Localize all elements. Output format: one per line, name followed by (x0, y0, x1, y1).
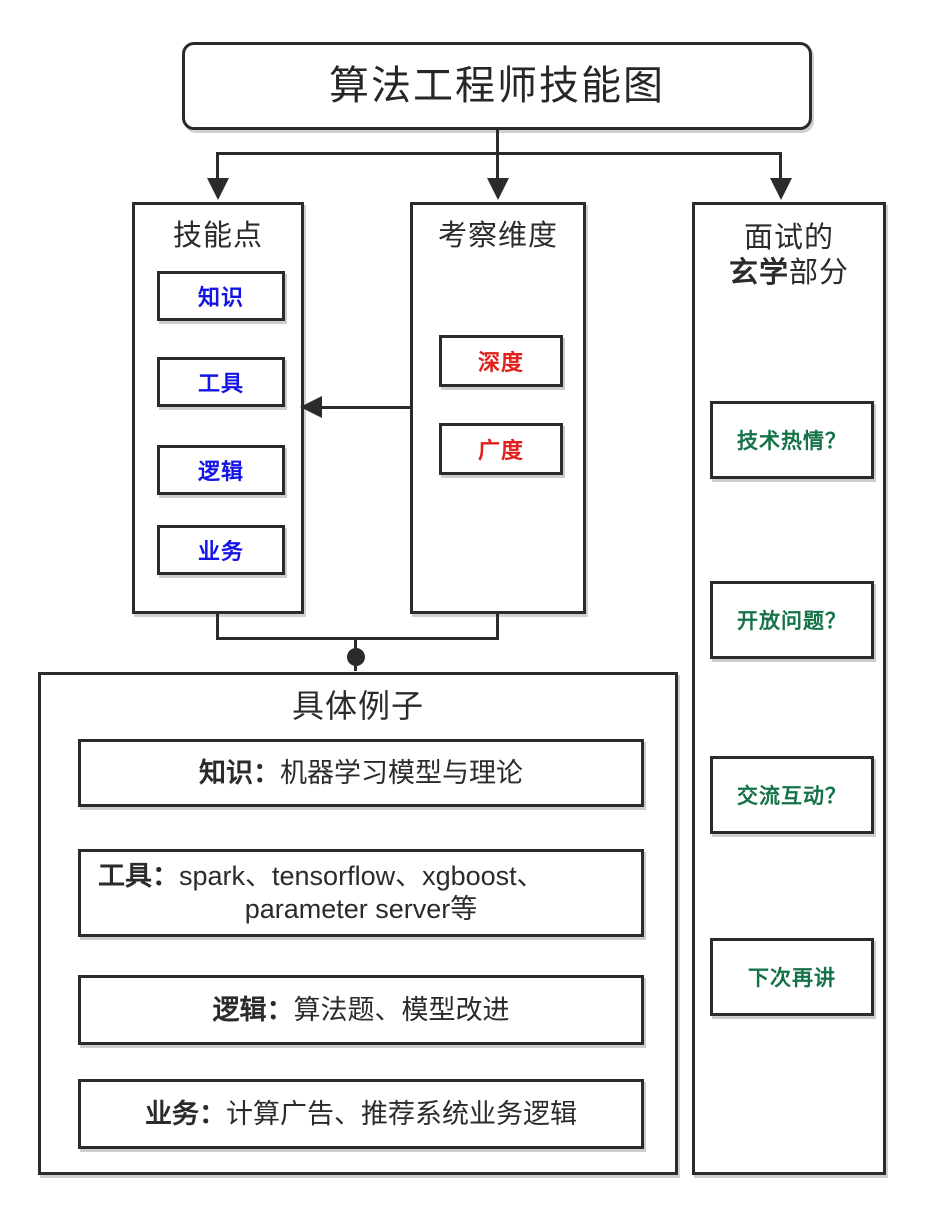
example-chip-line1: 知识：机器学习模型与理论 (95, 757, 627, 790)
example-chip-body: 计算广告、推荐系统业务逻辑 (226, 1098, 577, 1129)
example-chip-tools[interactable]: 工具：spark、tensorflow、xgboost、 parameter s… (78, 849, 644, 937)
example-chip-line1: 工具：spark、tensorflow、xgboost、 (92, 860, 630, 893)
connector-title-to-skills-drop (216, 152, 219, 180)
dimension-chip-depth[interactable]: 深度 (439, 335, 563, 387)
connector-dimensions-to-skills (322, 406, 412, 409)
dimension-chip-breadth[interactable]: 广度 (439, 423, 563, 475)
dimensions-heading: 考察维度 (437, 220, 558, 252)
example-chip-lead: 业务： (145, 1098, 226, 1129)
example-chip-lead: 知识： (199, 757, 280, 788)
mystic-chip-interaction[interactable]: 交流互动？ (710, 756, 874, 834)
dimension-chip-label: 深度 (477, 350, 524, 375)
junction-dot-icon (347, 648, 365, 666)
mystic-chip-tech-passion[interactable]: 技术热情？ (710, 401, 874, 479)
skill-chip-label: 知识 (197, 285, 244, 310)
mystic-heading-line1: 面试的 (743, 222, 834, 254)
arrow-down-icon-dimensions (487, 178, 509, 200)
mystic-chip-next-time[interactable]: 下次再讲 (710, 938, 874, 1016)
arrow-down-icon-mystic (770, 178, 792, 200)
skills-panel: 技能点 知识 工具 逻辑 业务 (132, 202, 304, 614)
skill-chip-label: 业务 (197, 539, 244, 564)
mystic-heading-rest: 部分 (789, 257, 850, 290)
skills-heading: 技能点 (172, 220, 263, 252)
skill-chip-tools[interactable]: 工具 (157, 357, 285, 407)
example-chip-lead: 逻辑： (212, 994, 294, 1025)
connector-title-to-mystic-drop (779, 152, 782, 180)
mystic-panel: 面试的 玄学部分 技术热情？ 开放问题？ 交流互动？ 下次再讲 (692, 202, 886, 1175)
skill-chip-knowledge[interactable]: 知识 (157, 271, 285, 321)
connector-skills-down (216, 614, 219, 640)
connector-title-bus (216, 152, 782, 155)
mystic-chip-open-question[interactable]: 开放问题？ (710, 581, 874, 659)
mystic-chip-label: 下次再讲 (748, 967, 836, 990)
example-chip-line2: parameter server等 (244, 894, 478, 924)
example-chip-business[interactable]: 业务：计算广告、推荐系统业务逻辑 (78, 1079, 644, 1149)
examples-panel: 具体例子 知识：机器学习模型与理论 工具：spark、tensorflow、xg… (38, 672, 678, 1175)
skill-chip-label: 工具 (197, 371, 244, 396)
dimensions-panel: 考察维度 深度 广度 (410, 202, 586, 614)
mystic-heading-line2: 玄学部分 (695, 256, 883, 291)
connector-dimensions-down (496, 614, 499, 640)
dimension-chip-label: 广度 (477, 438, 524, 463)
arrow-down-icon-skills (207, 178, 229, 200)
mystic-heading: 面试的 玄学部分 (695, 221, 883, 292)
example-chip-lead: 工具： (98, 861, 179, 892)
mystic-chip-label: 技术热情？ (737, 430, 847, 453)
mystic-heading-emphasis: 玄学 (728, 257, 789, 290)
example-chip-line1: 业务：计算广告、推荐系统业务逻辑 (95, 1098, 627, 1131)
page-title: 算法工程师技能图 (329, 64, 665, 108)
mystic-chip-label: 交流互动？ (737, 785, 847, 808)
connector-merge-bus (216, 637, 499, 640)
mystic-chip-label: 开放问题？ (737, 610, 847, 633)
skill-chip-logic[interactable]: 逻辑 (157, 445, 285, 495)
skill-chip-business[interactable]: 业务 (157, 525, 285, 575)
arrow-left-icon-dimensions-to-skills (300, 396, 322, 418)
example-chip-body: 算法题、模型改进 (293, 994, 510, 1025)
example-chip-body: spark、tensorflow、xgboost、 (179, 861, 544, 892)
example-chip-line1: 逻辑：算法题、模型改进 (95, 994, 627, 1027)
examples-heading: 具体例子 (291, 688, 424, 724)
example-chip-logic[interactable]: 逻辑：算法题、模型改进 (78, 975, 644, 1045)
diagram-title-box: 算法工程师技能图 (182, 42, 812, 130)
connector-title-stem (496, 130, 499, 190)
example-chip-body: 机器学习模型与理论 (280, 757, 523, 788)
example-chip-knowledge[interactable]: 知识：机器学习模型与理论 (78, 739, 644, 807)
skill-chip-label: 逻辑 (197, 459, 244, 484)
